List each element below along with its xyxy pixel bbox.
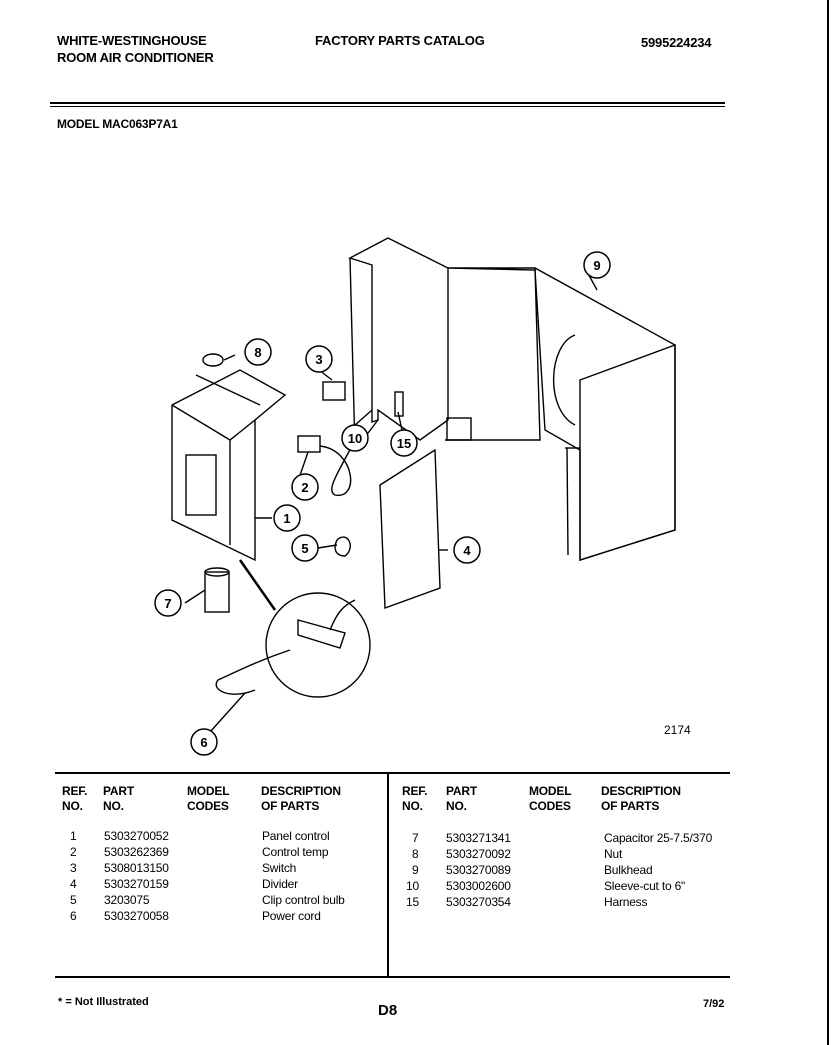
divider-part (379, 448, 441, 609)
panel-control-part (171, 369, 287, 562)
header-ref-left: REF.NO. (62, 784, 88, 813)
table-divider (387, 773, 389, 977)
capacitor-part (204, 567, 230, 613)
exploded-parts-diagram: 8 3 2 1 5 4 7 9 10 15 6 (154, 237, 676, 756)
callout-15: 15 (397, 436, 411, 451)
header-rule-thin (50, 106, 725, 107)
revision-date: 7/92 (703, 998, 725, 1010)
callout-10: 10 (348, 431, 362, 446)
callouts (154, 251, 611, 756)
nut-part (202, 353, 224, 367)
header-rule (50, 102, 725, 104)
callout-labels: 8 3 2 1 5 4 7 9 10 15 6 (164, 258, 600, 750)
callout-8: 8 (254, 345, 261, 360)
table-bottom-rule (55, 976, 730, 978)
catalog-number: 5995224234 (641, 35, 712, 50)
callout-6: 6 (200, 735, 207, 750)
brand-line-2: ROOM AIR CONDITIONER (57, 50, 214, 65)
callout-1: 1 (283, 511, 290, 526)
callout-9: 9 (593, 258, 600, 273)
figure-number: 2174 (664, 723, 691, 737)
callout-2: 2 (301, 480, 308, 495)
catalog-title: FACTORY PARTS CATALOG (315, 33, 485, 48)
page-number: D8 (378, 1002, 398, 1019)
brand-line-1: WHITE-WESTINGHOUSE (57, 33, 207, 48)
callout-4: 4 (463, 543, 471, 558)
callout-5: 5 (301, 541, 308, 556)
model-label: MODEL MAC063P7A1 (57, 117, 178, 131)
clip-part (334, 536, 351, 557)
table-top-rule (55, 772, 730, 774)
footnote: * = Not Illustrated (58, 996, 149, 1008)
page-edge-line (827, 0, 829, 1045)
callout-3: 3 (315, 352, 322, 367)
header-ref-right: REF.NO. (402, 784, 428, 813)
callout-7: 7 (164, 596, 171, 611)
power-cord-inset (215, 559, 371, 698)
switch-part (322, 381, 346, 401)
control-temp-part (297, 435, 356, 496)
bulkhead-part (348, 237, 676, 561)
